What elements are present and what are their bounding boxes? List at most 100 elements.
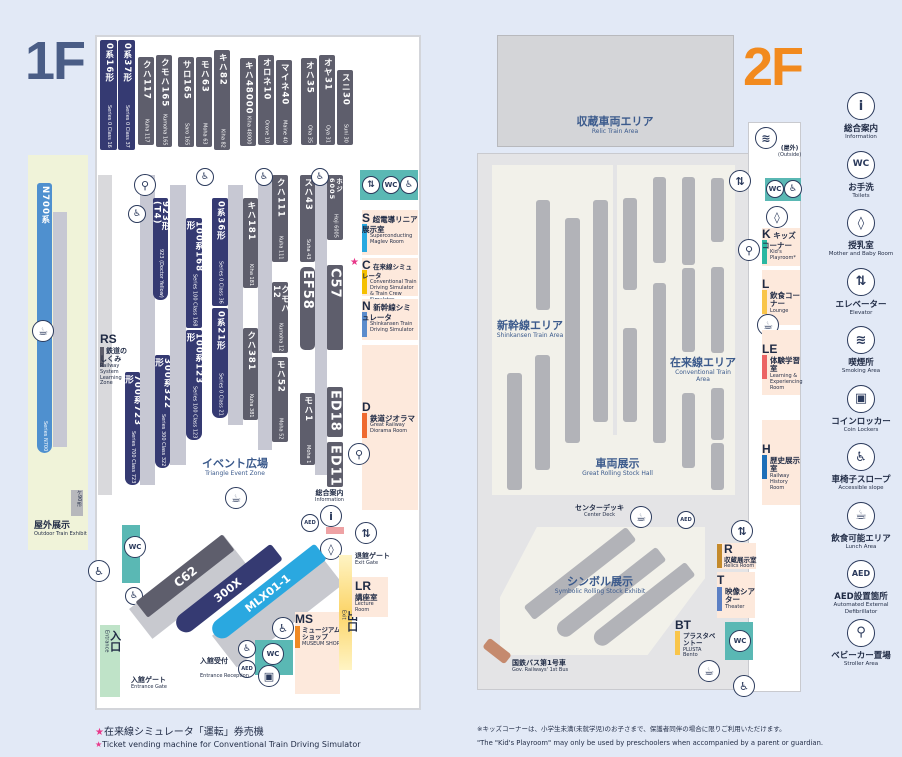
train-silhouette[interactable] [711, 443, 724, 490]
ke90-train[interactable]: ケ90形 [71, 490, 83, 516]
baby-room-icon: ◊ [766, 206, 788, 228]
train-silhouette[interactable] [507, 373, 522, 490]
train-silhouette[interactable] [535, 355, 550, 470]
room-n[interactable] [362, 299, 418, 340]
platform [315, 175, 327, 475]
accessible-toilet-icon: ♿ [784, 180, 802, 198]
room-ms[interactable] [295, 612, 340, 694]
train-silhouette[interactable] [653, 177, 666, 263]
train-silhouette[interactable] [711, 388, 724, 440]
room-c[interactable] [362, 258, 418, 296]
platform [258, 175, 272, 450]
train-silhouette[interactable] [682, 177, 695, 265]
room-s-bar [362, 224, 367, 252]
train[interactable]: ED11 [327, 442, 343, 487]
outdoor-platform [53, 212, 67, 447]
room-k[interactable] [762, 228, 800, 266]
legend-label: 授乳室 [848, 241, 874, 251]
train[interactable]: C57 [327, 265, 343, 350]
toilet-icon: WC [729, 630, 751, 652]
train-silhouette[interactable] [623, 198, 637, 290]
stroller-icon: ⚲ [847, 618, 875, 647]
train-silhouette[interactable] [682, 268, 695, 352]
room-r[interactable] [718, 543, 756, 569]
room-s[interactable] [362, 210, 418, 255]
room-r-bar [717, 544, 722, 568]
room-h[interactable] [762, 420, 800, 505]
train-silhouette[interactable] [653, 283, 666, 443]
legend-sublabel: Elevator [849, 309, 873, 316]
baby-bottle-icon: ◊ [847, 209, 875, 237]
room-le[interactable] [762, 330, 800, 395]
room-t[interactable] [717, 572, 755, 618]
room-d[interactable] [362, 345, 418, 510]
train-silhouette[interactable] [593, 200, 608, 422]
train-silhouette[interactable] [565, 218, 580, 443]
toilet-icon: WC [382, 176, 400, 194]
entrance-area [100, 625, 120, 697]
platform [228, 185, 243, 425]
room-k-bar [762, 240, 767, 264]
floor-label: 1F [25, 31, 86, 91]
room-n-bar [362, 312, 367, 337]
train[interactable]: 923形(T4)923 (Doctor Yellow) [153, 198, 168, 300]
room-t-bar [717, 587, 722, 611]
info-icon[interactable]: i [320, 505, 342, 527]
train-silhouette[interactable] [711, 267, 724, 353]
train-silhouette[interactable] [623, 328, 637, 422]
train[interactable]: EF58 [300, 267, 315, 350]
legend-sublabel: Stroller Area [843, 660, 879, 667]
toilet-icon: WC [262, 643, 284, 665]
elevator-icon: ⇅ [362, 176, 380, 194]
train-silhouette[interactable] [711, 178, 724, 242]
train-silhouette[interactable] [536, 200, 550, 310]
legend-label: 車椅子スロープ [831, 475, 891, 485]
wall-blocks [98, 175, 112, 495]
ticket-star-icon: ★ [350, 257, 359, 268]
lunch-icon: ☕ [630, 506, 652, 528]
train-silhouette[interactable] [682, 393, 695, 468]
room-lr[interactable] [352, 577, 388, 617]
train[interactable]: ED18 [327, 387, 343, 437]
coin-locker-icon: ▣ [258, 665, 280, 687]
